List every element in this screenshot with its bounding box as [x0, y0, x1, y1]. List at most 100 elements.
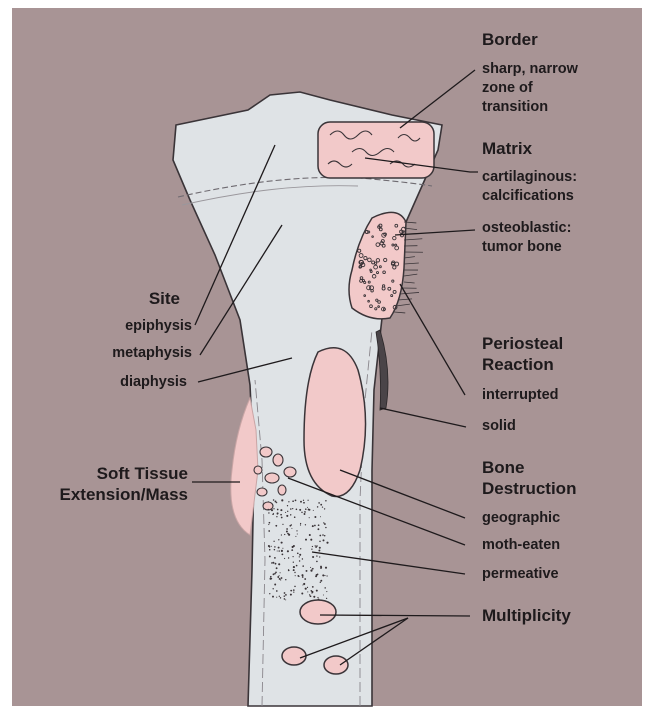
permeative-dot	[300, 501, 302, 503]
moth-eaten-hole	[273, 454, 283, 466]
permeative-dot	[268, 530, 270, 532]
permeative-dot	[309, 517, 310, 518]
permeative-dot	[317, 506, 319, 508]
permeative-dot	[315, 575, 317, 577]
periosteal-heading-1: Periosteal	[482, 334, 563, 354]
permeative-dot	[299, 556, 300, 557]
permeative-dot	[268, 512, 269, 513]
permeative-dot	[293, 566, 295, 568]
permeative-dot	[281, 553, 283, 555]
multiple-lesion-3	[324, 656, 348, 674]
permeative-dot	[286, 531, 288, 533]
permeative-dot	[309, 534, 311, 536]
permeative-dot	[324, 508, 325, 509]
permeative-dot	[305, 539, 307, 541]
permeative-dot	[312, 546, 313, 547]
permeative-dot	[278, 547, 280, 549]
permeative-dot	[269, 593, 270, 594]
permeative-dot	[276, 502, 277, 503]
permeative-dot	[305, 524, 306, 525]
permeative-dot	[305, 511, 306, 512]
permeative-dot	[285, 599, 286, 600]
moth-eaten-hole	[257, 488, 267, 496]
permeative-dot	[279, 596, 280, 597]
permeative-dot	[313, 510, 314, 511]
soft-tissue-heading-2: Extension/Mass	[60, 485, 189, 505]
permeative-dot	[278, 539, 279, 540]
permeative-dot	[314, 516, 316, 518]
multiple-lesion-2	[282, 647, 306, 665]
permeative-dot	[290, 590, 292, 592]
permeative-dot	[288, 569, 289, 570]
permeative-dot	[301, 512, 302, 513]
permeative-dot	[319, 541, 320, 542]
permeative-dot	[271, 562, 272, 563]
permeative-dot	[277, 550, 278, 551]
permeative-dot	[268, 501, 269, 502]
permeative-dot	[300, 548, 301, 549]
permeative-dot	[269, 549, 271, 551]
permeative-dot	[268, 524, 269, 525]
permeative-dot	[297, 533, 298, 534]
permeative-dot	[294, 572, 295, 573]
permeative-dot	[285, 594, 287, 596]
permeative-dot	[296, 509, 298, 511]
permeative-dot	[281, 550, 283, 552]
permeative-dot	[295, 575, 296, 576]
permeative-dot	[267, 509, 269, 511]
site-item-diaphysis: diaphysis	[120, 374, 187, 391]
permeative-dot	[284, 558, 285, 559]
border-item-3: transition	[482, 99, 548, 116]
permeative-dot	[319, 547, 321, 549]
permeative-dot	[268, 545, 270, 547]
moth-eaten-hole	[265, 473, 279, 483]
permeative-dot	[311, 549, 312, 550]
permeative-dot	[302, 565, 304, 567]
permeative-dot	[272, 596, 274, 598]
permeative-dot	[326, 542, 328, 544]
permeative-dot	[316, 555, 317, 556]
permeative-dot	[302, 558, 303, 559]
permeative-dot	[307, 507, 308, 508]
permeative-dot	[324, 575, 325, 576]
multiplicity-heading: Multiplicity	[482, 606, 571, 626]
permeative-dot	[285, 579, 286, 580]
permeative-dot	[295, 500, 297, 502]
permeative-dot	[307, 591, 308, 592]
chondroid-lesion	[318, 122, 434, 178]
permeative-dot	[288, 501, 289, 502]
moth-eaten-hole	[278, 485, 286, 495]
permeative-dot	[319, 535, 321, 537]
permeative-dot	[280, 597, 281, 598]
permeative-dot	[310, 570, 312, 572]
permeative-dot	[290, 594, 292, 596]
permeative-dot	[287, 550, 289, 552]
permeative-dot	[273, 541, 274, 542]
permeative-dot	[290, 508, 292, 510]
permeative-dot	[281, 534, 282, 535]
permeative-dot	[288, 557, 289, 558]
permeative-dot	[325, 500, 327, 502]
permeative-dot	[277, 509, 279, 511]
permeative-dot	[301, 592, 303, 594]
permeative-dot	[293, 592, 294, 593]
permeative-dot	[272, 514, 273, 515]
permeative-dot	[317, 597, 318, 598]
permeative-dot	[291, 549, 293, 551]
permeative-dot	[279, 578, 281, 580]
permeative-dot	[324, 587, 326, 589]
permeative-dot	[270, 576, 272, 578]
permeative-dot	[287, 511, 288, 512]
permeative-dot	[278, 563, 280, 565]
permeative-dot	[311, 591, 313, 593]
site-item-metaphysis: metaphysis	[112, 345, 192, 362]
permeative-dot	[271, 578, 272, 579]
permeative-dot	[278, 550, 280, 552]
permeative-dot	[315, 545, 316, 546]
permeative-dot	[295, 536, 296, 537]
matrix-item-3: osteoblastic:	[482, 220, 571, 237]
permeative-dot	[282, 548, 283, 549]
permeative-dot	[325, 527, 326, 528]
permeative-dot	[272, 588, 273, 589]
permeative-dot	[276, 516, 277, 517]
